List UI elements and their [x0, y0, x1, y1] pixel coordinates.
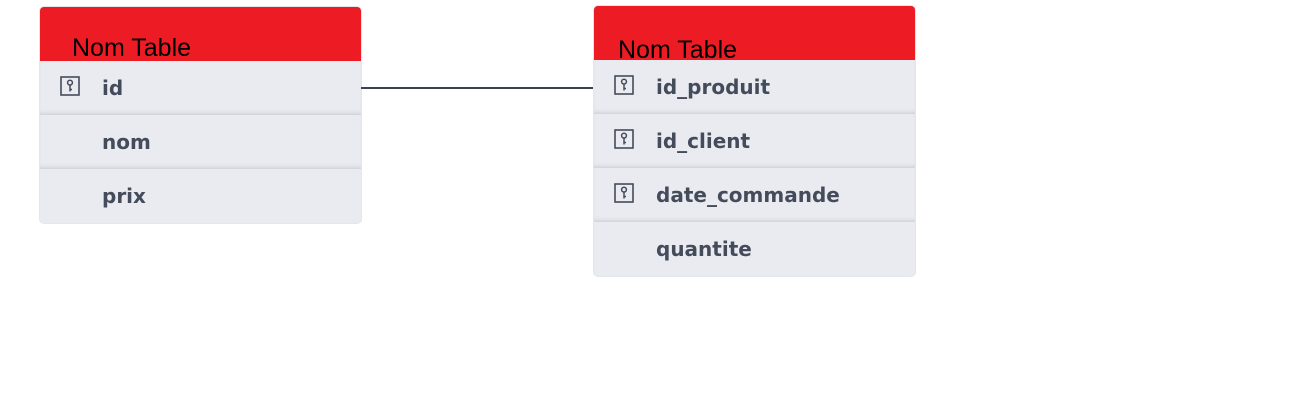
table-field-row[interactable]: prix — [40, 169, 361, 223]
field-name: quantite — [656, 237, 752, 261]
table-card[interactable]: Nom Table id nom prix — [40, 7, 361, 223]
field-name: date_commande — [656, 183, 840, 207]
field-name: id — [102, 76, 124, 100]
primary-key-icon — [614, 75, 634, 95]
table-field-row[interactable]: id_produit — [594, 60, 915, 114]
table-header[interactable]: Nom Table — [594, 6, 915, 64]
field-name: id_client — [656, 129, 751, 153]
table-title: Nom Table — [618, 36, 738, 64]
field-name: prix — [102, 184, 146, 208]
table-field-row[interactable]: quantite — [594, 222, 915, 276]
primary-key-icon — [614, 129, 634, 149]
field-name: nom — [102, 130, 151, 154]
table-header[interactable]: Nom Table — [40, 7, 361, 62]
table-title: Nom Table — [72, 34, 192, 62]
table-field-row[interactable]: nom — [40, 115, 361, 169]
relation-connector-line[interactable] — [361, 87, 594, 89]
primary-key-icon — [60, 76, 80, 96]
primary-key-icon — [614, 183, 634, 203]
table-field-row[interactable]: id — [40, 61, 361, 115]
field-name: id_produit — [656, 75, 771, 99]
table-field-row[interactable]: id_client — [594, 114, 915, 168]
table-field-row[interactable]: date_commande — [594, 168, 915, 222]
table-card[interactable]: Nom Table id_produit id_client date_comm… — [594, 6, 915, 276]
